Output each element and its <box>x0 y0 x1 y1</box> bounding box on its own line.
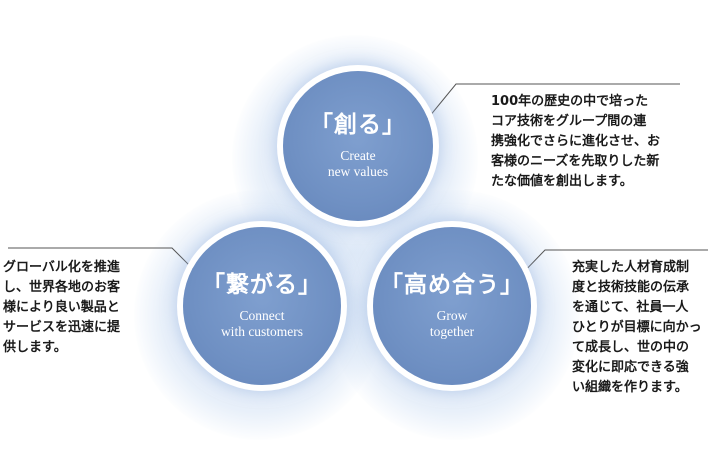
connect-leader-line <box>8 247 201 277</box>
create-title: 「創る」 <box>310 111 406 138</box>
grow-circle: 「高め合う」 Grow together <box>373 227 531 385</box>
connect-subtitle: Connect with customers <box>220 308 304 339</box>
connect-title: 「繋がる」 <box>202 271 322 298</box>
create-subtitle: Create new values <box>327 148 389 179</box>
create-description: 100年の歴史の中で培った コア技術をグループ間の連 携強化でさらに進化させ、お… <box>491 94 661 189</box>
create-circle: 「創る」 Create new values <box>283 71 433 221</box>
grow-description: 充実した人材育成制 度と技術技能の伝承 を通じて、社員一人 ひとりが目標に向かっ… <box>572 260 702 395</box>
grow-subtitle: Grow together <box>429 308 475 339</box>
grow-title: 「高め合う」 <box>380 271 524 298</box>
connect-description: グローバル化を推進 し、世界各地のお客 様により良い製品と サービスを迅速に提 … <box>3 260 121 355</box>
create-leader-line <box>419 83 680 129</box>
grow-leader-line <box>517 249 708 279</box>
connect-circle: 「繋がる」 Connect with customers <box>183 227 341 385</box>
